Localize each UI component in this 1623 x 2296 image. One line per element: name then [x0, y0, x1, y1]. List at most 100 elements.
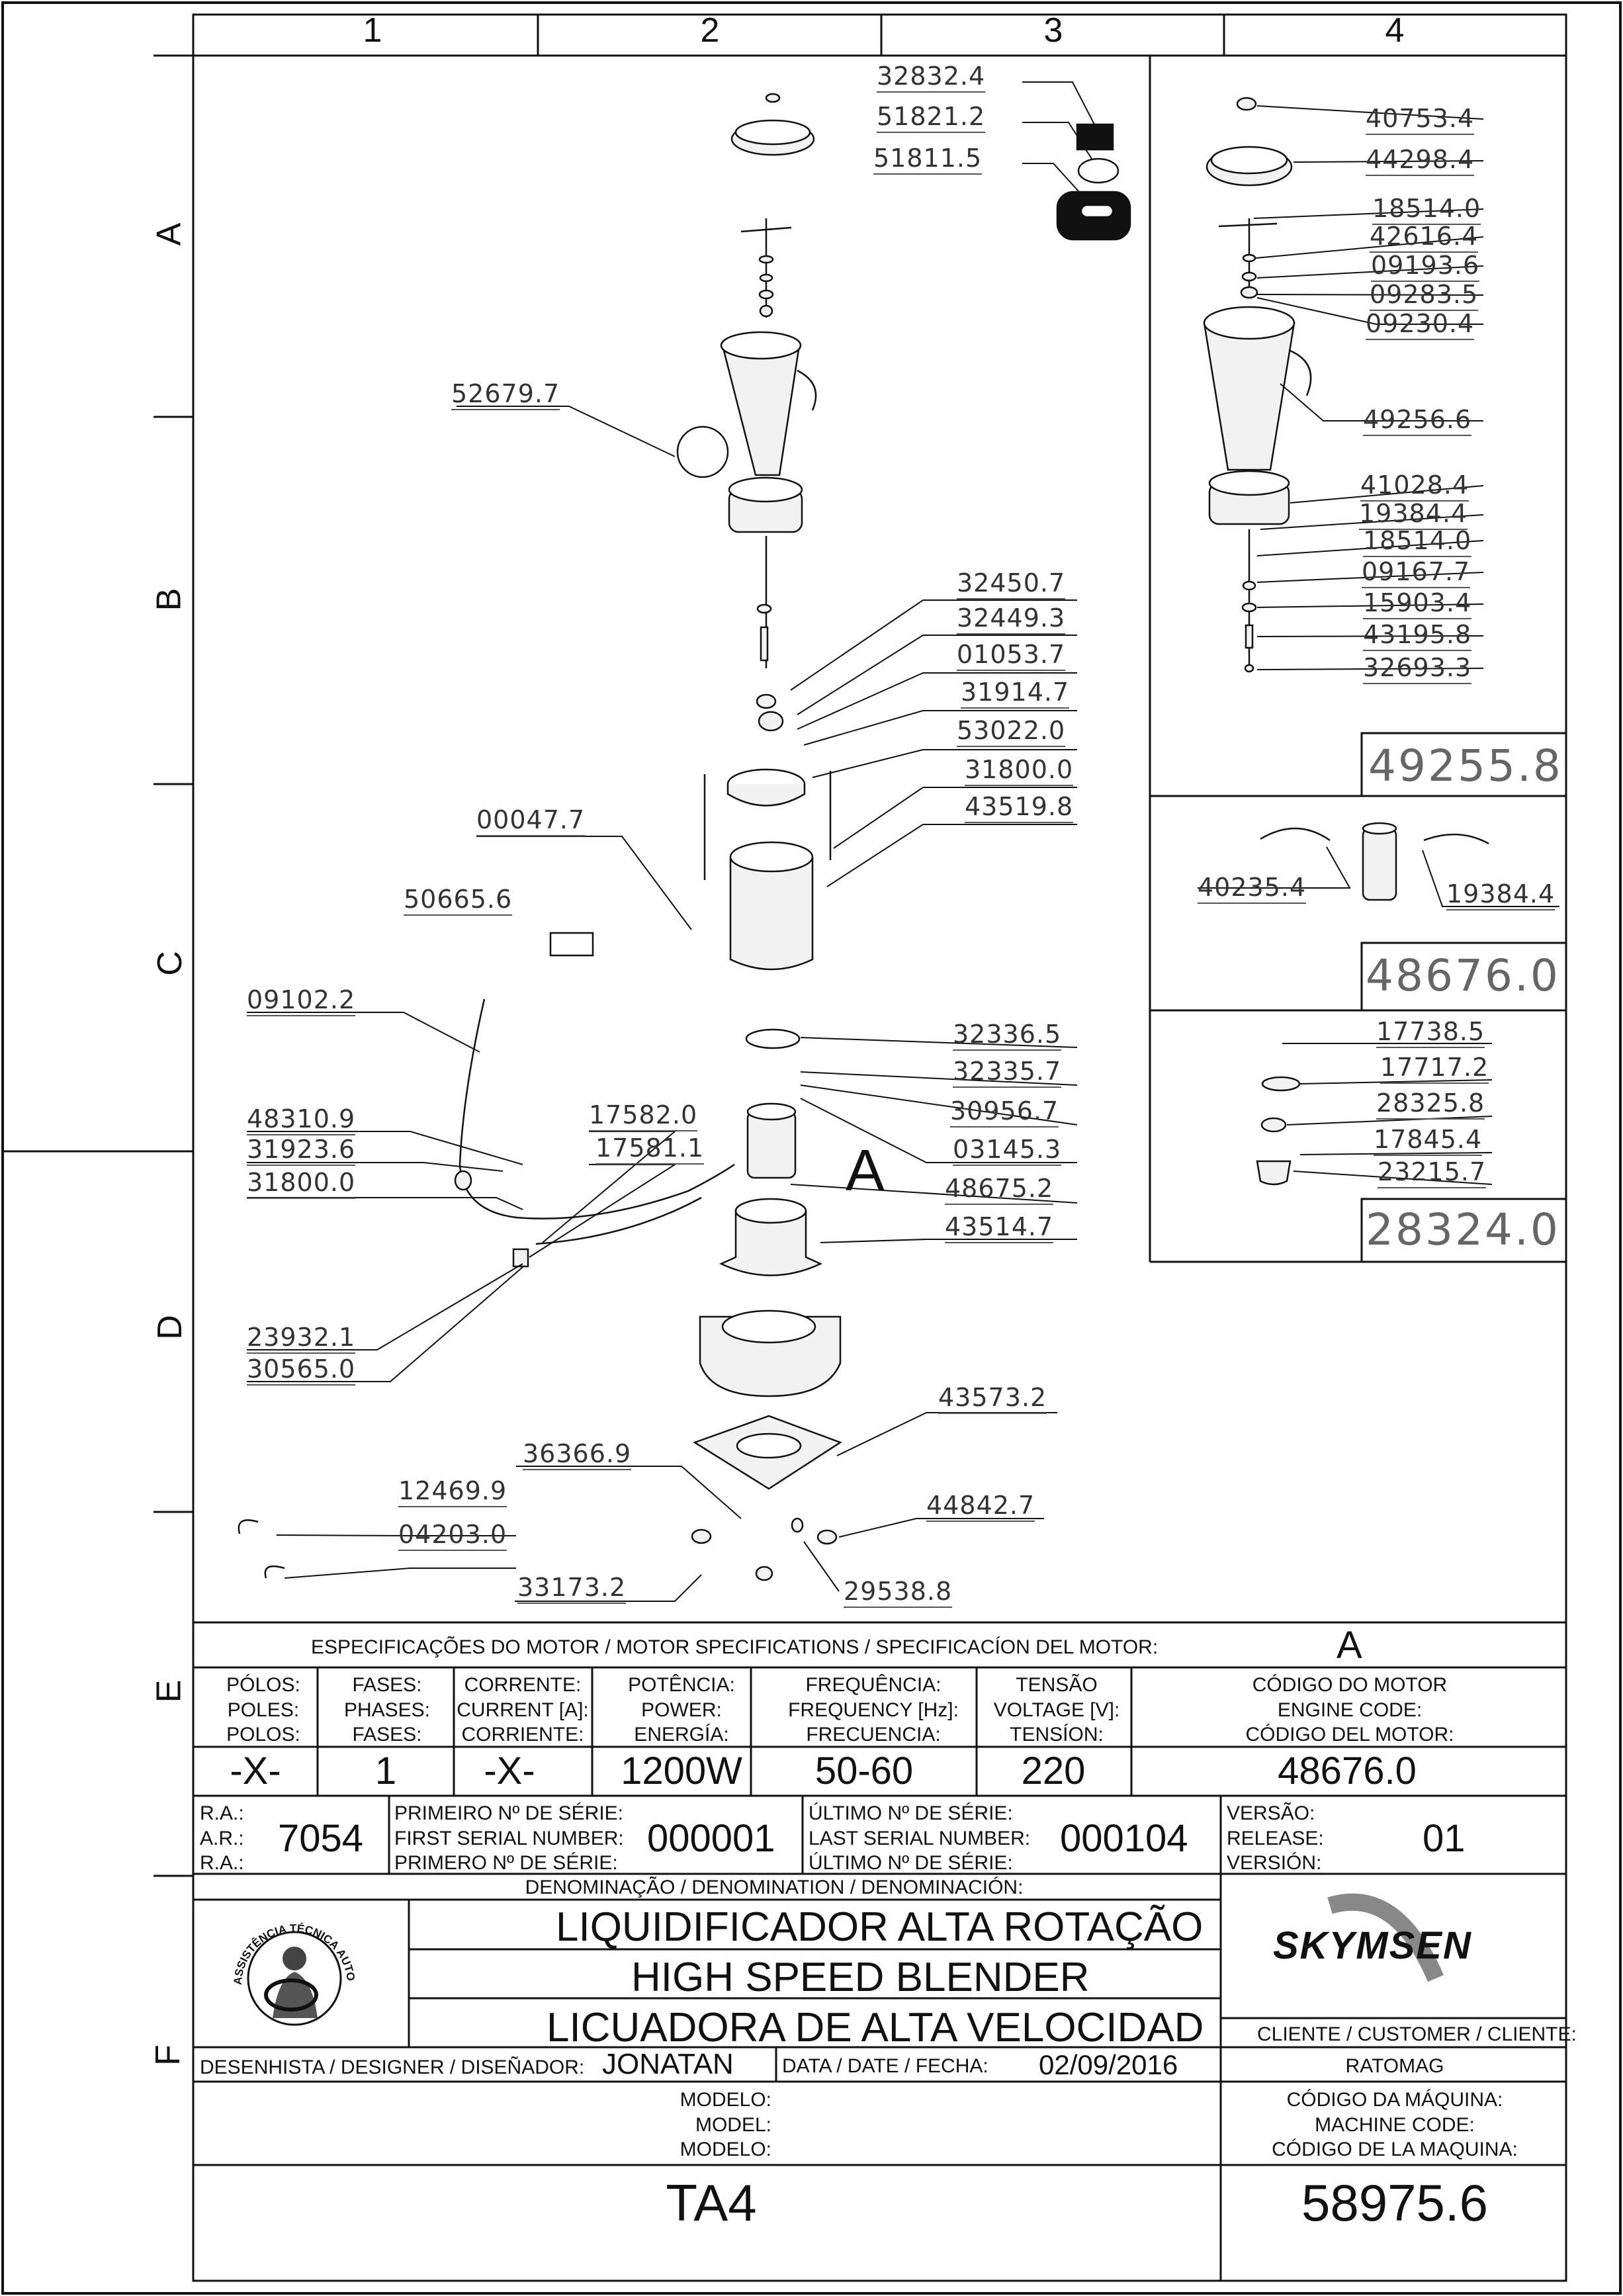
denomination-label: DENOMINAÇÃO / DENOMINATION / DENOMINACIÓ… — [525, 1877, 1024, 1898]
callout-09102-2: 09102.2 — [247, 985, 356, 1016]
designer-value: JONATAN — [602, 2048, 734, 2080]
callout-32450-7: 32450.7 — [957, 568, 1066, 599]
spec-header-phases: FASES:PHASES:FASES: — [343, 1674, 431, 1745]
grid-row-e: E — [150, 1679, 189, 1703]
callout-12469-9: 12469.9 — [398, 1476, 507, 1507]
callout-32335-7: 32335.7 — [953, 1057, 1062, 1088]
callout-31914-7: 31914.7 — [961, 678, 1070, 709]
spec-value-phases: 1 — [374, 1749, 397, 1792]
callout-43195-8: 43195.8 — [1363, 620, 1472, 651]
callout-50665-6: 50665.6 — [404, 885, 513, 916]
brand-name: SKYMSEN — [1273, 1924, 1472, 1967]
callout-51821-2: 51821.2 — [877, 102, 986, 133]
callout-32693-3: 32693.3 — [1363, 653, 1472, 684]
brand-logo: SKYMSEN — [1257, 1892, 1522, 1992]
version-labels: VERSÃO:RELEASE:VERSIÓN: — [1227, 1802, 1324, 1874]
spec-header-frequency: FREQUÊNCIA:FREQUENCY [Hz]:FRECUENCIA: — [788, 1674, 959, 1745]
spec-value-voltage: 220 — [1021, 1749, 1086, 1792]
callout-40753-4: 40753.4 — [1366, 104, 1475, 135]
callout-17581-1: 17581.1 — [595, 1133, 705, 1165]
product-name-es: LICUADORA DE ALTA VELOCIDAD — [547, 2005, 1204, 2051]
callout-00047-7: 00047.7 — [476, 805, 586, 836]
callout-23215-7: 23215.7 — [1378, 1157, 1487, 1188]
callout-53022-0: 53022.0 — [957, 716, 1066, 747]
client-value: RATOMAG — [1345, 2055, 1444, 2077]
callout-49256-6: 49256.6 — [1363, 405, 1472, 436]
grid-column-1: 1 — [363, 11, 382, 50]
spec-value-poles: -X- — [230, 1749, 281, 1792]
grid-row-d: D — [150, 1315, 189, 1340]
seal-icon: ASSISTÊNCIA TÉCNICA AUTORIZADA — [221, 1896, 357, 2026]
callout-17582-0: 17582.0 — [589, 1100, 698, 1131]
callout-18514-0-a: 18514.0 — [1372, 194, 1481, 225]
callout-29538-8: 29538.8 — [844, 1577, 953, 1608]
ra-value: 7054 — [278, 1817, 364, 1860]
ra-labels: R.A.:A.R.:R.A.: — [200, 1802, 244, 1874]
product-name-pt: LIQUIDIFICADOR ALTA ROTAÇÃO — [556, 1904, 1204, 1950]
callout-36366-9: 36366.9 — [523, 1439, 632, 1470]
spec-header-current: CORRENTE:CURRENT [A]:CORRIENTE: — [457, 1674, 589, 1745]
grid-column-2: 2 — [700, 11, 720, 50]
spec-value-frequency: 50-60 — [814, 1749, 914, 1792]
callout-33173-2: 33173.2 — [517, 1573, 627, 1604]
callout-32449-3: 32449.3 — [957, 603, 1066, 635]
callout-01053-7: 01053.7 — [957, 640, 1066, 671]
spec-header-power: POTÊNCIA:POWER:ENERGÍA: — [628, 1674, 735, 1745]
date-label: DATA / DATE / FECHA: — [782, 2055, 988, 2077]
callout-48675-2: 48675.2 — [945, 1174, 1054, 1205]
callout-41028-4: 41028.4 — [1360, 470, 1469, 502]
client-label: CLIENTE / CUSTOMER / CLIENTE: — [1257, 2023, 1577, 2045]
grid-column-3: 3 — [1043, 11, 1063, 50]
callout-09283-5: 09283.5 — [1370, 280, 1479, 311]
callout-19384-4-a: 19384.4 — [1359, 499, 1468, 530]
callout-51811-5: 51811.5 — [873, 144, 983, 175]
grid-row-c: C — [150, 951, 189, 976]
motor-specs-title: ESPECIFICAÇÕES DO MOTOR / MOTOR SPECIFIC… — [311, 1636, 1159, 1658]
callout-31800-0-b: 31800.0 — [247, 1168, 356, 1199]
callout-17845-4: 17845.4 — [1374, 1125, 1483, 1156]
callout-09167-7: 09167.7 — [1362, 557, 1471, 588]
version-value: 01 — [1423, 1817, 1466, 1860]
product-name-en: HIGH SPEED BLENDER — [631, 1955, 1090, 2000]
machine-code-labels: CÓDIGO DA MÁQUINA:MACHINE CODE:CÓDIGO DE… — [1272, 2089, 1518, 2160]
designer-label: DESENHISTA / DESIGNER / DISEÑADOR: — [200, 2056, 585, 2078]
last-serial-value: 000104 — [1060, 1817, 1188, 1860]
grid-row-f: F — [148, 2045, 187, 2066]
callout-52679-7: 52679.7 — [451, 379, 560, 410]
callout-43514-7: 43514.7 — [945, 1212, 1054, 1243]
model-value: TA4 — [666, 2174, 757, 2232]
callout-32336-5: 32336.5 — [953, 1020, 1062, 1051]
callout-09230-4: 09230.4 — [1366, 309, 1475, 340]
spec-value-current: -X- — [484, 1749, 535, 1792]
svg-text:ASSISTÊNCIA TÉCNICA AUTORIZADA: ASSISTÊNCIA TÉCNICA AUTORIZADA — [225, 1906, 357, 1985]
first-serial-value: 000001 — [647, 1817, 775, 1860]
callout-28325-8: 28325.8 — [1376, 1088, 1485, 1120]
grid-row-b: B — [150, 588, 189, 611]
callout-09193-6: 09193.6 — [1371, 251, 1480, 282]
callout-04203-0: 04203.0 — [398, 1520, 507, 1551]
grid-row-a: A — [150, 222, 189, 246]
first-serial-labels: PRIMEIRO Nº DE SÉRIE:FIRST SERIAL NUMBER… — [394, 1802, 624, 1874]
callout-40235-4: 40235.4 — [1198, 873, 1307, 904]
callout-44298-4: 44298.4 — [1366, 145, 1475, 176]
spec-value-engine-code: 48676.0 — [1278, 1749, 1417, 1792]
callout-43573-2: 43573.2 — [938, 1383, 1047, 1414]
model-labels: MODELO:MODEL:MODELO: — [680, 2089, 771, 2160]
callout-48310-9: 48310.9 — [247, 1104, 356, 1135]
callout-17717-2: 17717.2 — [1380, 1053, 1489, 1084]
last-serial-labels: ÚLTIMO Nº DE SÉRIE:LAST SERIAL NUMBER:ÚL… — [809, 1802, 1031, 1874]
authorized-service-seal-logo: ASSISTÊNCIA TÉCNICA AUTORIZADA — [221, 1896, 364, 2045]
assembly-code-49255-8: 49255.8 — [1368, 740, 1563, 791]
callout-44842-7: 44842.7 — [926, 1491, 1035, 1522]
assembly-code-48676-0: 48676.0 — [1366, 950, 1560, 1001]
callout-31800-0-a: 31800.0 — [965, 755, 1074, 786]
callout-42616-4: 42616.4 — [1370, 222, 1479, 253]
seal-text: ASSISTÊNCIA TÉCNICA AUTORIZADA — [221, 1896, 357, 1985]
callout-30565-0: 30565.0 — [247, 1354, 356, 1386]
callout-03145-3: 03145.3 — [953, 1135, 1062, 1166]
machine-code-value: 58975.6 — [1301, 2174, 1488, 2232]
